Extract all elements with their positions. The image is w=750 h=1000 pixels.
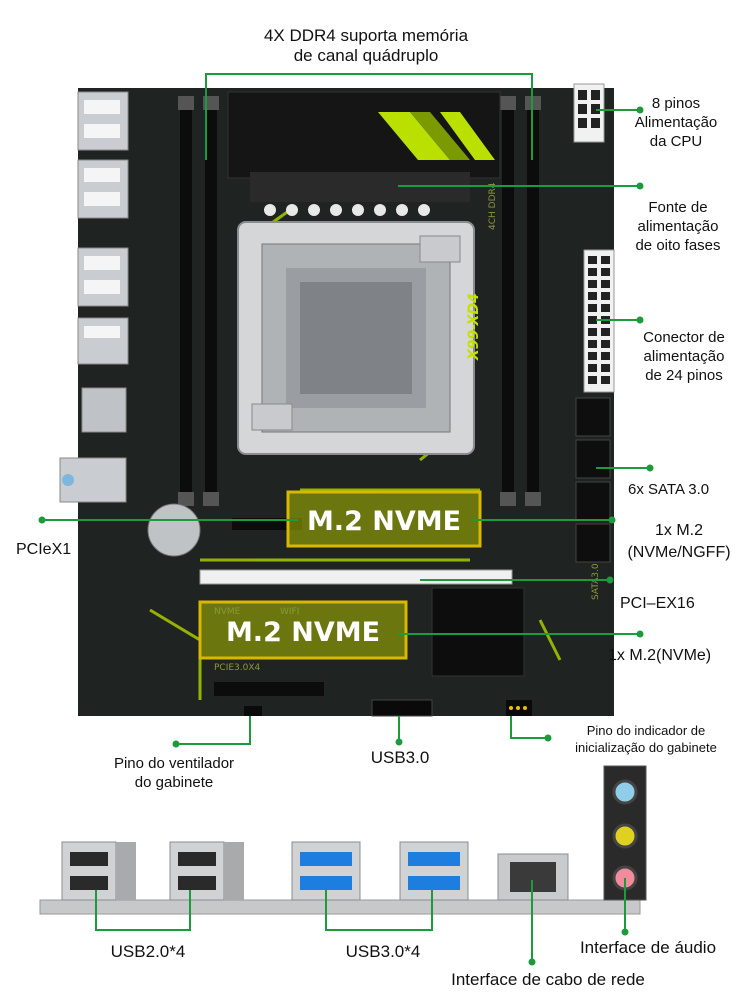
cpu-socket (237, 221, 475, 455)
power24-line2: alimentação (643, 348, 725, 365)
m2-bottom-label: 1x M.2(NVMe) (608, 647, 712, 664)
leader-lines (42, 73, 650, 962)
ddr4-label-line2: de canal quádruplo (293, 46, 439, 65)
phase-line3: de oito fases (635, 237, 721, 254)
cpu-power-label: 8 pinos Alimentação da CPU (618, 94, 734, 151)
case-fan-line2: do gabinete (134, 774, 214, 791)
sata-ports (575, 397, 611, 563)
sata-silkscreen: SATA3.0 (591, 563, 601, 600)
case-led-line1: Pino do indicador de (586, 723, 706, 738)
cpu-power-line2: Alimentação (634, 114, 718, 131)
m2-top-line2: (NVMe/NGFF) (627, 544, 731, 561)
case-fan-line1: Pino do ventilador (113, 755, 235, 772)
vrm-heatsink (227, 91, 501, 216)
power24-line3: de 24 pinos (645, 367, 723, 384)
pcie-x16-slot (199, 569, 513, 585)
case-led-label: Pino do indicador de inicialização do ga… (548, 722, 744, 756)
m2-top-line1: 1x M.2 (654, 522, 703, 539)
pcie-x4-slot (214, 682, 324, 696)
ddr4-label-line1: 4X DDR4 suporta memória (263, 26, 469, 45)
svg-text:M.2 NVME: M.2 NVME (226, 617, 380, 648)
usb20-rear-label: USB2.0*4 (110, 942, 186, 961)
model-silkscreen: X99-XD4 (466, 293, 482, 361)
m2-top-label: 1x M.2 (NVMe/NGFF) (612, 520, 746, 564)
nvme-badge-top: M.2 NVME (286, 490, 482, 548)
power24-line1: Conector de (643, 329, 725, 346)
phase-line1: Fonte de (648, 199, 708, 216)
wifi-silkscreen: WIFI (280, 607, 299, 617)
cpu-power-line1: 8 pinos (651, 95, 701, 112)
ddr4-label: 4X DDR4 suporta memória de canal quádrup… (226, 26, 506, 66)
cpu-8pin-connector (573, 83, 605, 143)
audio-label: Interface de áudio (579, 938, 717, 957)
usb30-rear-label: USB3.0*4 (345, 942, 421, 961)
board-rear-io (59, 91, 129, 503)
usb30-header (371, 699, 433, 717)
svg-text:M.2 NVME: M.2 NVME (307, 506, 461, 537)
leader-dots (38, 106, 654, 966)
case-led-line2: inicialização do gabinete (575, 740, 717, 755)
pcie16-label: PCI–EX16 (620, 595, 695, 612)
fan-header (244, 706, 262, 716)
dimm-slots (178, 96, 541, 506)
cmos-battery (147, 503, 201, 557)
case-fan-label: Pino do ventilador do gabinete (94, 754, 254, 792)
nvme-badge-bottom: M.2 NVME (198, 600, 408, 660)
pcie1-label: PCIeX1 (16, 541, 72, 558)
pcie-x4-silkscreen: PCIE3.0X4 (214, 663, 261, 673)
power24-label: Conector de alimentação de 24 pinos (624, 328, 744, 385)
phase-power-label: Fonte de alimentação de oito fases (616, 198, 740, 255)
nvme-silkscreen: NVME (214, 607, 241, 617)
phase-line2: alimentação (637, 218, 719, 235)
lan-label: Interface de cabo de rede (451, 970, 645, 989)
sata-label: 6x SATA 3.0 (628, 481, 710, 498)
ddr-silkscreen: 4CH DDR4 (488, 182, 498, 230)
chipset-heatsink (431, 587, 525, 677)
usb30-header-label: USB3.0 (370, 748, 430, 767)
cpu-power-line3: da CPU (649, 133, 703, 150)
